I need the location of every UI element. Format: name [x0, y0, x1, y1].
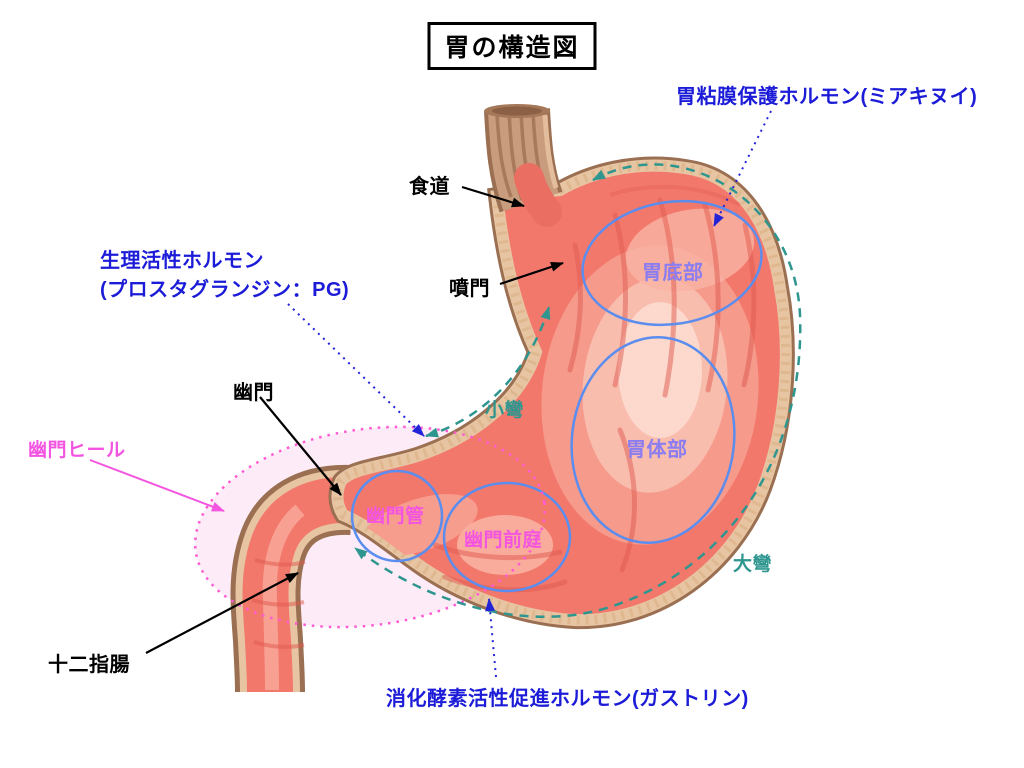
label-bioactive-hormone-line2: (プロスタグランジン：PG): [100, 279, 350, 301]
pylorus-arrow: [259, 396, 342, 496]
cardia-arrow: [499, 261, 564, 286]
mucosa-hormone-arrow: [713, 110, 772, 227]
lesser-curvature-arrow: [425, 306, 551, 438]
label-cardia: 噴門: [449, 278, 490, 300]
esophagus-tube: [484, 104, 563, 227]
esophagus-arrow: [461, 185, 525, 208]
diagram-title: 胃の構造図: [427, 22, 597, 70]
label-gastrin-hormone: 消化酵素活性促進ホルモン(ガストリン): [386, 688, 749, 710]
label-fundus: 胃底部: [642, 262, 704, 284]
label-esophagus: 食道: [409, 176, 450, 198]
pyloric-heel-arrow: [89, 459, 225, 512]
label-mucosa-hormone: 胃粘膜保護ホルモン(ミアキヌイ): [676, 86, 978, 108]
label-greater-curvature: 大彎: [733, 554, 773, 575]
label-pyloric-heel: 幽門ヒール: [28, 440, 126, 461]
duodenum-tube: [230, 464, 354, 693]
label-lesser-curvature: 小彎: [485, 400, 525, 421]
label-bioactive-hormone-line1: 生理活性ホルモン: [100, 250, 264, 272]
bioactive-hormone-arrow: [287, 303, 425, 437]
label-pylorus: 幽門: [233, 382, 274, 404]
label-pyloric-canal: 幽門管: [366, 506, 425, 527]
label-duodenum: 十二指腸: [48, 654, 130, 676]
label-pyloric-antrum: 幽門前庭: [464, 530, 543, 551]
duodenum-arrow: [145, 572, 299, 654]
label-gastric-body: 胃体部: [626, 439, 688, 461]
stomach-body: [337, 166, 785, 621]
